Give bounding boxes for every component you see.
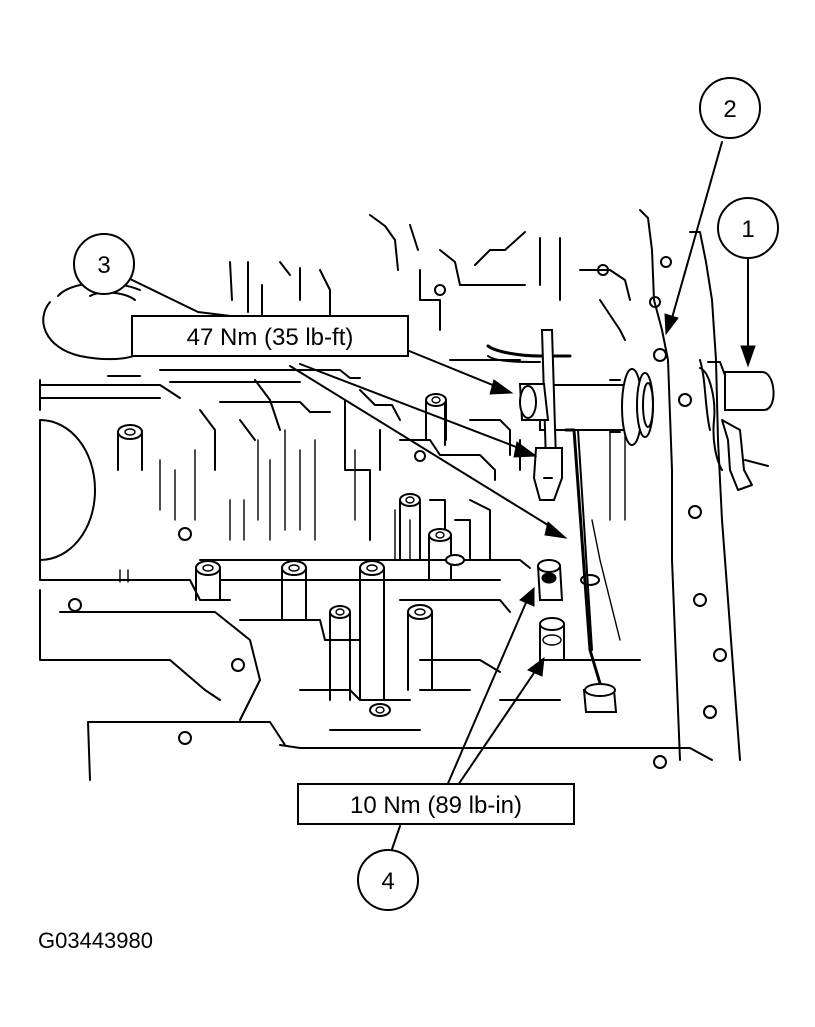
flange-holes bbox=[68, 256, 727, 769]
boss-d bbox=[407, 604, 433, 691]
figure-id: G03443980 bbox=[38, 928, 153, 953]
shaft-seal bbox=[539, 368, 654, 446]
boss-g bbox=[329, 605, 351, 701]
boss-h bbox=[369, 703, 391, 717]
torque-value-lower: 10 Nm (89 lb-in) bbox=[350, 792, 522, 819]
torque-value-upper: 47 Nm (35 lb-ft) bbox=[187, 324, 354, 351]
boss-a bbox=[195, 560, 221, 601]
callout-3-number: 3 bbox=[97, 252, 110, 279]
callout-1: 1 bbox=[717, 197, 779, 259]
manual-lever-and-bolt bbox=[486, 329, 618, 713]
boss-c bbox=[359, 560, 385, 701]
transmission-case bbox=[39, 209, 741, 781]
torque-label-lower: 10 Nm (89 lb-in) bbox=[297, 783, 575, 825]
callout-1-number: 1 bbox=[741, 216, 754, 243]
casting-bosses bbox=[117, 393, 600, 717]
torque-label-upper: 47 Nm (35 lb-ft) bbox=[131, 315, 409, 357]
boss-f bbox=[399, 493, 421, 561]
boss-left bbox=[117, 424, 143, 471]
leader-lines bbox=[123, 141, 756, 856]
callout-3: 3 bbox=[73, 233, 135, 295]
callout-2-number: 2 bbox=[723, 96, 736, 123]
valve-body-bolts bbox=[536, 559, 565, 661]
callout-4-number: 4 bbox=[381, 868, 394, 895]
callout-4: 4 bbox=[357, 849, 419, 911]
manual-shift-shaft bbox=[699, 359, 775, 491]
callout-2: 2 bbox=[699, 77, 761, 139]
boss-e bbox=[428, 528, 452, 581]
boss-b bbox=[281, 560, 307, 621]
boss-j bbox=[445, 554, 465, 566]
